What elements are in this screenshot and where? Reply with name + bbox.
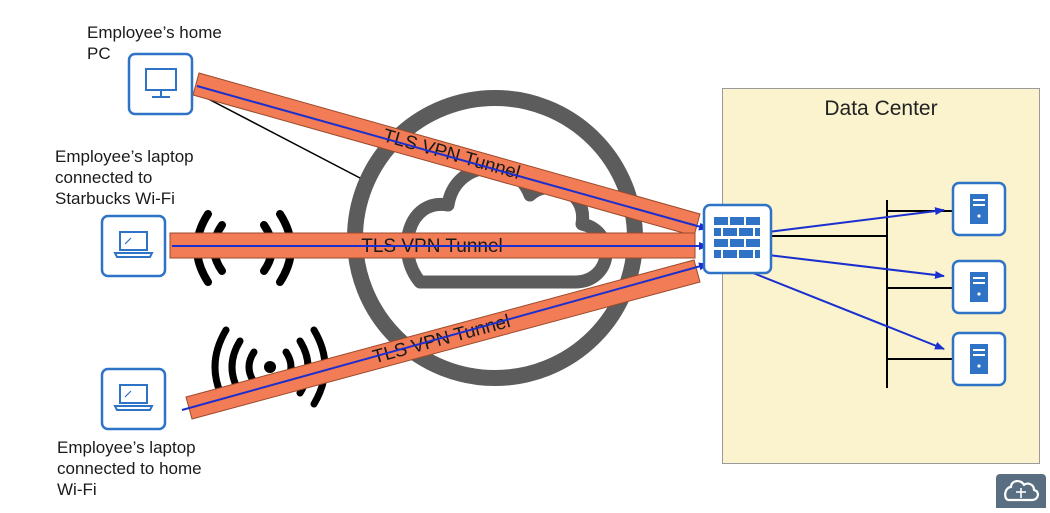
server-3 <box>951 331 1007 387</box>
tunnel-home-pc-label: TLS VPN Tunnel <box>381 125 523 184</box>
home-pc-device <box>127 52 194 116</box>
desktop-icon <box>145 68 177 98</box>
home-pc-internet-link <box>194 91 361 179</box>
home-laptop-label: Employee’s laptop connected to home Wi-F… <box>57 438 202 499</box>
laptop-icon <box>113 231 154 258</box>
home-pc-label: Employee’s home PC <box>87 23 222 63</box>
firewall-icon <box>714 217 760 258</box>
tunnel-home-pc: TLS VPN Tunnel <box>192 72 701 237</box>
starbucks-laptop-label: Employee’s laptop connected to Starbucks… <box>55 147 194 208</box>
server-icon <box>970 272 988 302</box>
server-icon <box>970 194 988 224</box>
home-laptop-device <box>100 367 167 431</box>
arrow-home-pc <box>196 85 709 231</box>
logo-icon <box>996 474 1046 508</box>
data-center-title: Data Center <box>824 97 938 120</box>
arrow-to-server-2 <box>767 254 945 279</box>
server-2 <box>951 259 1007 315</box>
arrow-to-server-1 <box>767 207 945 233</box>
server-1 <box>951 181 1007 237</box>
starbucks-laptop-device <box>100 214 167 278</box>
arrow-to-server-3 <box>732 264 945 350</box>
arrow-home-laptop <box>181 262 709 411</box>
firewall-device <box>702 203 773 275</box>
laptop-icon <box>113 384 154 411</box>
server-icon <box>970 344 988 374</box>
